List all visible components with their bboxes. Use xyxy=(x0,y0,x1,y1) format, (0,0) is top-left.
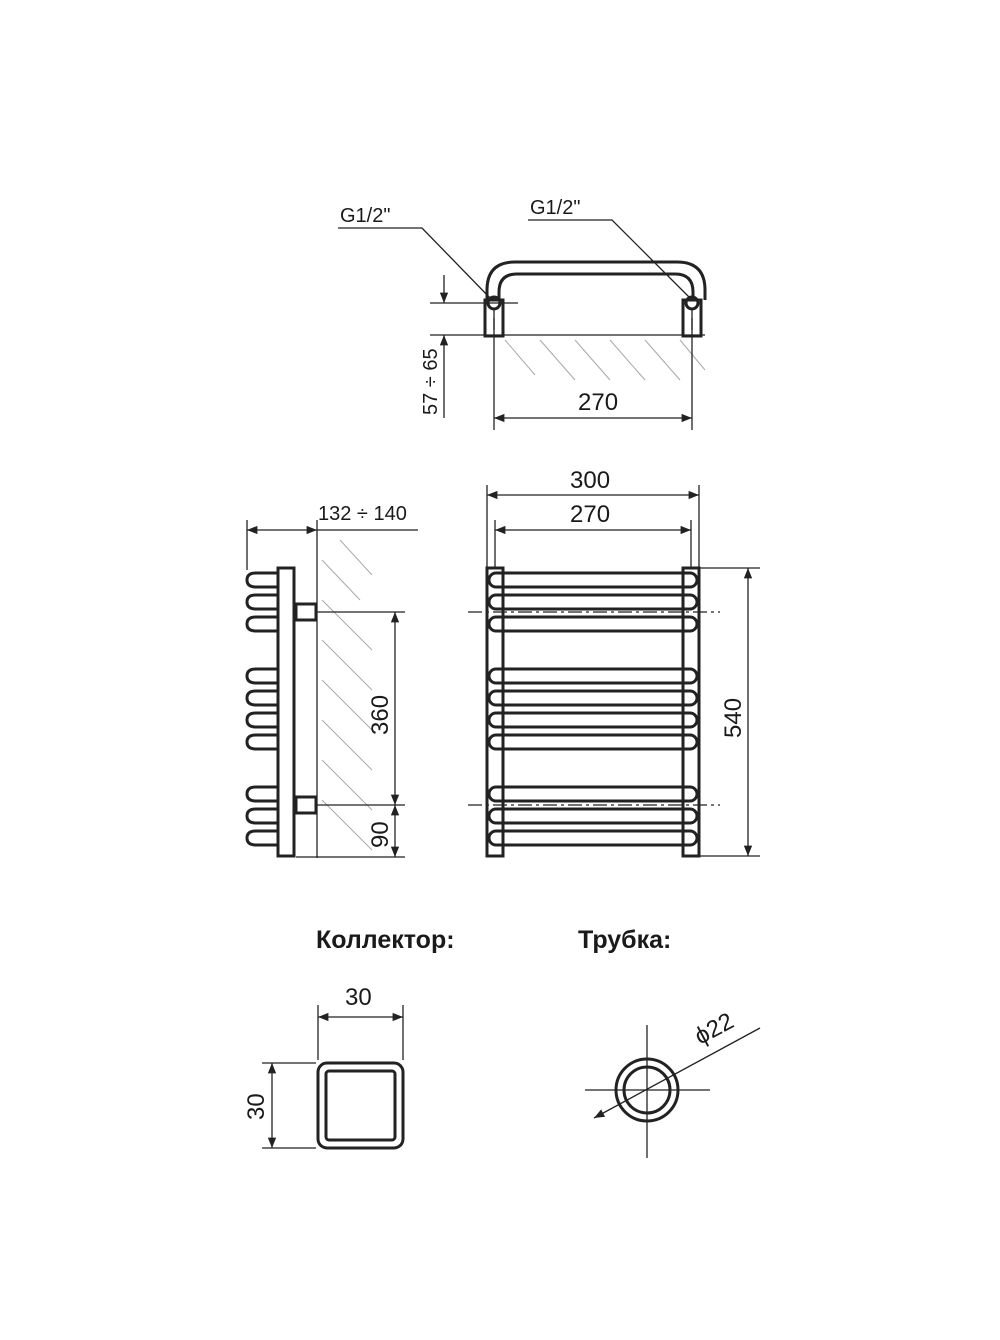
wall-hatch-side xyxy=(316,530,373,858)
wall-hatch-top xyxy=(485,334,706,381)
wall-distance-label: 57 ÷ 65 xyxy=(420,348,442,415)
side-bracket-bottom xyxy=(294,795,318,815)
collector-heading: Коллектор: xyxy=(316,926,455,954)
overall-width-label: 300 xyxy=(570,467,610,494)
side-tube-ends xyxy=(245,571,278,847)
connection-spacing-label: 360 xyxy=(367,695,394,735)
bottom-offset-label: 90 xyxy=(367,821,394,848)
side-view: 132 ÷ 140 360 90 xyxy=(245,503,418,858)
top-u-tube-outer xyxy=(485,260,707,300)
collector-outer xyxy=(316,1061,405,1150)
collector-width-label: 30 xyxy=(345,984,372,1011)
center-width-label: 270 xyxy=(570,501,610,528)
connection-right-label: G1/2" xyxy=(530,197,580,219)
top-u-tube-inner xyxy=(497,272,695,300)
leader-right xyxy=(528,219,693,301)
front-view: 300 270 540 xyxy=(468,467,760,858)
tube-section: Трубка: ϕ22 xyxy=(578,926,761,1158)
connection-left-label: G1/2" xyxy=(340,205,390,227)
overall-height-label: 540 xyxy=(720,698,747,738)
collector-inner xyxy=(324,1069,397,1142)
top-view: G1/2" G1/2" 57 ÷ 65 270 xyxy=(338,197,707,430)
collector-height-label: 30 xyxy=(243,1093,270,1120)
tube-heading: Трубка: xyxy=(578,926,671,954)
leader-left xyxy=(338,227,493,301)
tube-diameter-line xyxy=(593,1027,761,1119)
side-bracket-top xyxy=(294,602,318,622)
side-collector xyxy=(276,566,296,858)
center-distance-label: 270 xyxy=(578,389,618,416)
collector-section: Коллектор: 30 30 xyxy=(243,926,455,1150)
front-tubes xyxy=(487,571,699,847)
depth-label: 132 ÷ 140 xyxy=(318,503,407,525)
